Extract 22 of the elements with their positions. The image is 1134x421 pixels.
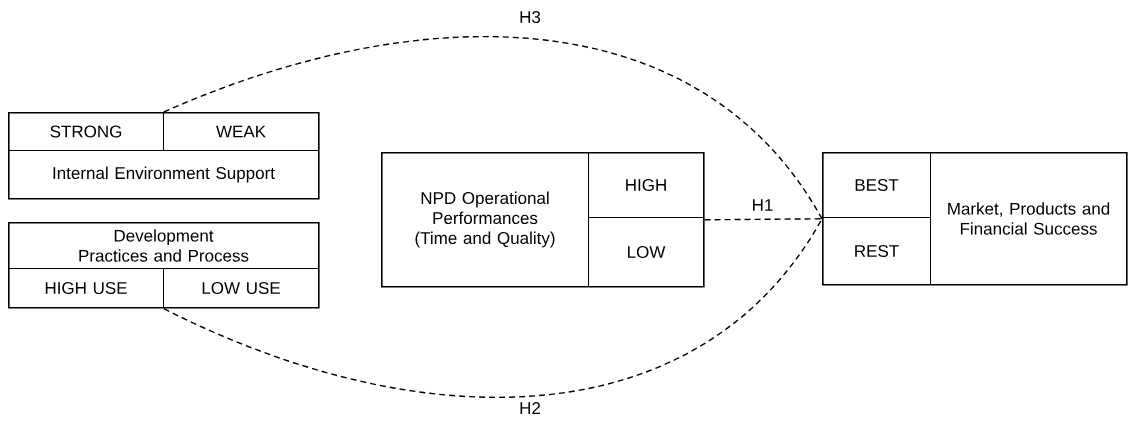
group-box [381,152,705,288]
table-cell: STRONG [8,112,164,151]
group-box [822,152,1128,286]
edge-label: H2 [518,401,542,415]
edge-label: H1 [750,198,775,212]
table-cell: WEAK [163,112,319,151]
table-cell: HIGH USE [8,268,164,308]
group-box [8,112,320,200]
group-box [8,222,320,309]
table-cell: Market, Products and Financial Success [930,152,1127,285]
table-cell: NPD Operational Performances (Time and Quality) [381,152,589,287]
table-cell: HIGH [588,152,704,218]
table-cell: Internal Environment Support [8,150,319,199]
table-cell: LOW USE [163,268,319,308]
table-cell: LOW [588,217,704,287]
table-cell: Development Practices and Process [8,222,319,269]
dashed-connector [703,218,823,221]
table-cell: REST [822,217,931,285]
table-cell: BEST [822,152,931,218]
edge-label: H3 [518,10,542,24]
dashed-connector [163,218,823,398]
dashed-connector [163,35,823,220]
